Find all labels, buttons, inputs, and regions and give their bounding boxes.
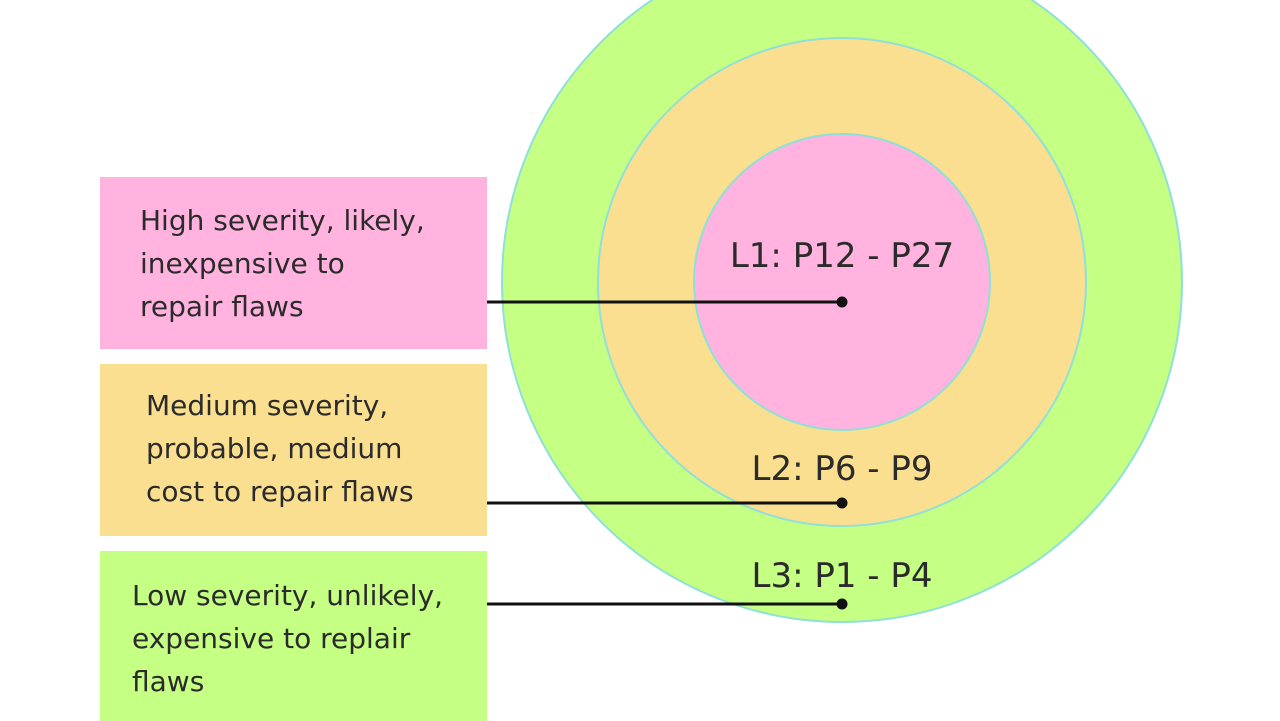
description-line: flaws: [132, 665, 205, 698]
description-line: inexpensive to: [140, 247, 345, 280]
ring-label-l1: L1: P12 - P27: [730, 236, 954, 276]
description-box-l2: Medium severity, probable, medium cost t…: [100, 364, 487, 536]
description-line: probable, medium: [146, 432, 403, 465]
connector-dot-l2: [836, 497, 848, 509]
description-line: Low severity, unlikely,: [132, 579, 444, 612]
connector-dot-l1: [836, 296, 848, 308]
description-line: cost to repair flaws: [146, 475, 414, 508]
connector-dot-l3: [836, 598, 848, 610]
ring-label-l3: L3: P1 - P4: [752, 556, 933, 596]
description-line: High severity, likely,: [140, 204, 425, 237]
description-line: Medium severity,: [146, 389, 389, 422]
description-box-l3: Low severity, unlikely, expensive to rep…: [100, 551, 487, 721]
ring-label-l2: L2: P6 - P9: [752, 449, 933, 489]
description-line: repair flaws: [140, 290, 304, 323]
ring-level-1: [693, 133, 991, 431]
description-line: expensive to replair: [132, 622, 411, 655]
description-box-l1: High severity, likely, inexpensive to re…: [100, 177, 487, 349]
